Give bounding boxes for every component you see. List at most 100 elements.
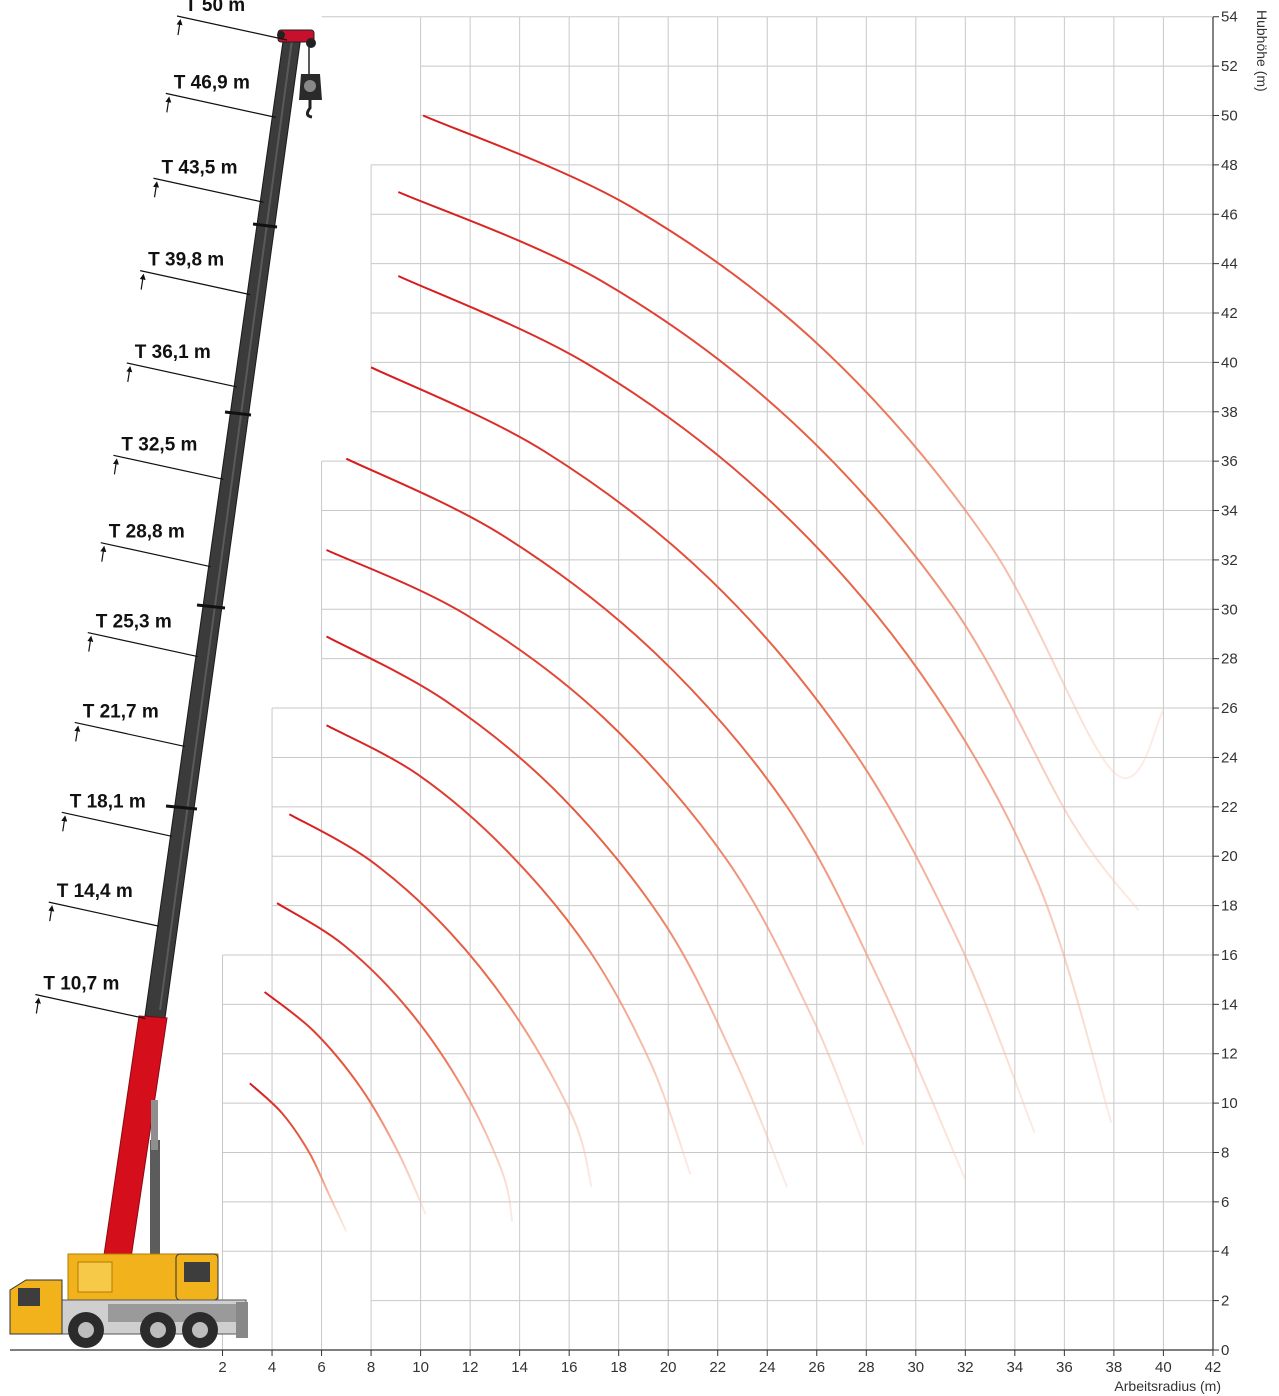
boom-label-leader	[87, 631, 198, 658]
x-tick-label: 34	[1006, 1359, 1023, 1376]
x-tick-label: 38	[1106, 1359, 1123, 1376]
boom-label-leader	[35, 993, 146, 1020]
x-tick-label: 24	[759, 1359, 776, 1376]
x-axis-title: Arbeitsradius (m)	[1114, 1378, 1221, 1394]
lift-curve	[397, 191, 1140, 912]
lift-curve	[345, 457, 967, 1180]
y-tick-label: 0	[1221, 1342, 1229, 1359]
y-tick-label: 36	[1221, 453, 1238, 470]
boom-label-arrow	[165, 96, 172, 113]
x-tick-label: 6	[317, 1359, 325, 1376]
boom-length-label: T 14,4 m	[57, 881, 133, 902]
y-tick-label: 32	[1221, 552, 1238, 569]
boom-label-arrow	[48, 905, 55, 922]
x-tick-label: 30	[907, 1359, 924, 1376]
boom-length-label: T 28,8 m	[109, 522, 185, 543]
boom-label-leader	[176, 15, 288, 41]
lift-curve	[370, 366, 1036, 1134]
lift-curve	[397, 275, 1113, 1124]
x-tick-label: 20	[660, 1359, 677, 1376]
x-tick-label: 12	[462, 1359, 479, 1376]
x-tick-label: 10	[412, 1359, 429, 1376]
x-tick-label: 14	[511, 1359, 528, 1376]
boom-label-leader	[126, 362, 237, 388]
y-tick-label: 54	[1221, 9, 1238, 26]
boom-length-label: T 32,5 m	[121, 434, 197, 455]
boom-length-label: T 43,5 m	[162, 157, 238, 178]
y-tick-label: 16	[1221, 947, 1238, 964]
y-tick-label: 34	[1221, 503, 1238, 520]
x-tick-label: 32	[957, 1359, 974, 1376]
boom-length-label: T 25,3 m	[96, 612, 172, 633]
y-tick-label: 46	[1221, 206, 1238, 223]
y-tick-label: 42	[1221, 305, 1238, 322]
y-axis-title: Hubhöhe (m)	[1254, 10, 1270, 92]
boom-label-leader	[74, 721, 185, 748]
y-tick-label: 48	[1221, 157, 1238, 174]
y-tick-label: 4	[1221, 1243, 1229, 1260]
x-tick-label: 4	[268, 1359, 276, 1376]
boom-label-leader	[48, 901, 159, 927]
boom-label-arrow	[176, 19, 183, 36]
y-tick-label: 14	[1221, 996, 1238, 1013]
x-tick-label: 26	[808, 1359, 825, 1376]
y-tick-label: 6	[1221, 1194, 1229, 1211]
y-tick-label: 30	[1221, 601, 1238, 618]
y-tick-label: 44	[1221, 256, 1238, 273]
y-tick-label: 26	[1221, 700, 1238, 717]
boom-length-label: T 46,9 m	[174, 72, 250, 93]
lift-curve	[326, 724, 692, 1176]
lift-curve	[249, 1082, 348, 1232]
y-tick-label: 22	[1221, 799, 1238, 816]
x-tick-label: 28	[858, 1359, 875, 1376]
axes	[10, 17, 1214, 1351]
lift-curve	[288, 813, 593, 1188]
x-tick-label: 16	[561, 1359, 578, 1376]
x-tick-label: 18	[610, 1359, 627, 1376]
boom-label-leader	[165, 92, 276, 118]
y-tick-label: 10	[1221, 1095, 1238, 1112]
lift-curve	[422, 114, 1165, 779]
x-tick-label: 2	[218, 1359, 226, 1376]
lift-curve	[326, 635, 788, 1188]
boom-label-arrow	[34, 997, 41, 1014]
grid	[222, 16, 1213, 1350]
boom-length-label: T 50 m	[185, 0, 245, 16]
boom-label-leader	[61, 811, 172, 837]
y-tick-label: 40	[1221, 354, 1238, 371]
y-tick-label: 8	[1221, 1144, 1229, 1161]
boom-label-arrow	[112, 458, 119, 475]
boom-length-label: T 39,8 m	[148, 250, 224, 271]
y-tick-label: 28	[1221, 651, 1238, 668]
y-tick-label: 12	[1221, 1046, 1238, 1063]
boom-label-arrow	[126, 366, 133, 383]
boom-length-labels: T 10,7 mT 14,4 mT 18,1 mT 21,7 mT 25,3 m…	[34, 0, 288, 1020]
boom-length-label: T 18,1 m	[70, 791, 146, 812]
boom-label-arrow	[87, 635, 94, 652]
x-tick-label: 36	[1056, 1359, 1073, 1376]
boom-label-leader	[140, 270, 251, 296]
boom-label-arrow	[61, 815, 68, 832]
boom-label-arrow	[139, 273, 146, 290]
crane-illustration	[9, 29, 322, 1348]
y-tick-label: 50	[1221, 108, 1238, 125]
y-tick-label: 52	[1221, 58, 1238, 75]
y-tick-label: 20	[1221, 848, 1238, 865]
y-tick-label: 38	[1221, 404, 1238, 421]
y-tick-label: 24	[1221, 749, 1238, 766]
boom-label-arrow	[74, 725, 81, 742]
lift-curves	[249, 114, 1165, 1232]
x-tick-label: 42	[1205, 1359, 1222, 1376]
boom-length-label: T 36,1 m	[135, 342, 211, 363]
lift-curve	[326, 549, 865, 1146]
boom-length-label: T 10,7 m	[43, 974, 119, 995]
x-tick-label: 40	[1155, 1359, 1172, 1376]
boom-label-arrow	[100, 545, 107, 562]
boom-label-arrow	[153, 181, 160, 198]
boom-label-leader	[113, 454, 224, 480]
y-tick-label: 18	[1221, 898, 1238, 915]
boom-label-leader	[153, 177, 264, 203]
y-tick-label: 2	[1221, 1293, 1229, 1310]
